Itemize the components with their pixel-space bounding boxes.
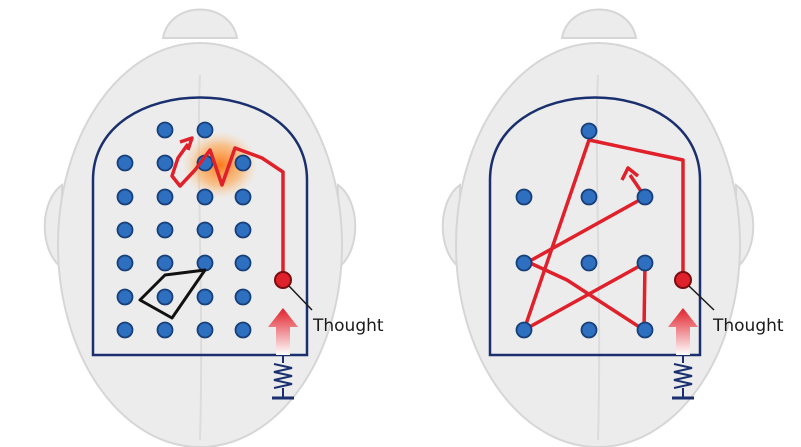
right-board-outline xyxy=(488,96,702,357)
left-thought-ball xyxy=(274,271,292,289)
pin xyxy=(156,154,174,172)
right-launch-arrow xyxy=(668,308,698,355)
pin xyxy=(116,288,134,306)
pin xyxy=(515,321,533,339)
pin xyxy=(156,188,174,206)
pin xyxy=(156,254,174,272)
pin xyxy=(234,288,252,306)
right-nose xyxy=(560,8,638,39)
pin xyxy=(156,121,174,139)
pin xyxy=(116,188,134,206)
pin xyxy=(636,321,654,339)
pin xyxy=(580,188,598,206)
pin xyxy=(116,221,134,239)
pin xyxy=(196,121,214,139)
right-panel: Thought xyxy=(441,8,784,447)
pin xyxy=(196,221,214,239)
left-pin-grid xyxy=(116,121,252,339)
pin xyxy=(515,188,533,206)
pin xyxy=(156,321,174,339)
pin xyxy=(515,254,533,272)
pin xyxy=(234,321,252,339)
pin xyxy=(234,221,252,239)
pin xyxy=(196,321,214,339)
right-brain-midline xyxy=(595,74,601,441)
pin xyxy=(116,321,134,339)
pin xyxy=(636,254,654,272)
pin xyxy=(234,154,252,172)
pin xyxy=(116,154,134,172)
pin xyxy=(156,288,174,306)
left-spring-plunger xyxy=(272,355,294,400)
left-launch-arrow xyxy=(268,308,298,355)
left-thought-label: Thought xyxy=(312,316,384,336)
left-brain-midline xyxy=(197,74,203,441)
left-path-arrowhead xyxy=(179,136,194,151)
right-thought-ball xyxy=(674,271,692,289)
right-path-arrowhead xyxy=(620,166,640,181)
left-label-leader xyxy=(288,285,313,311)
left-nose xyxy=(161,8,239,39)
right-spring-plunger xyxy=(672,355,694,400)
pin xyxy=(234,254,252,272)
pin xyxy=(116,254,134,272)
pin xyxy=(196,188,214,206)
pin xyxy=(196,254,214,272)
left-head xyxy=(43,8,357,447)
pin xyxy=(580,122,598,140)
right-pin-grid xyxy=(515,122,654,339)
right-head xyxy=(441,8,755,447)
pin xyxy=(580,321,598,339)
pin xyxy=(636,188,654,206)
left-board-outline xyxy=(91,96,309,357)
pin xyxy=(196,288,214,306)
right-label-leader xyxy=(688,285,715,311)
right-thought-label: Thought xyxy=(712,316,784,336)
left-black-loop xyxy=(138,268,207,320)
pin xyxy=(580,254,598,272)
left-panel: Thought xyxy=(43,8,384,447)
left-thought-path xyxy=(170,142,285,280)
pin xyxy=(234,188,252,206)
pin xyxy=(156,221,174,239)
